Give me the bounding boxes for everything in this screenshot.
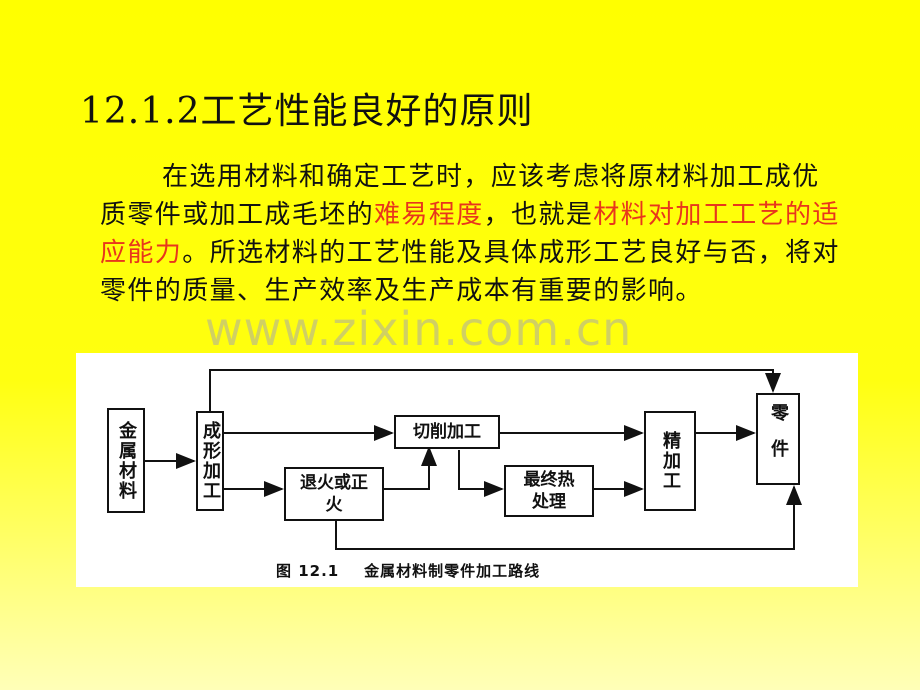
node-metal-material: 金属材料 [107,408,145,513]
body-paragraph: 在选用材料和确定工艺时，应该考虑将原材料加工成优质零件或加工成毛坯的难易程度，也… [100,158,845,310]
node-finishing: 精加工 [644,411,696,511]
node-anneal: 退火或正火 [284,467,384,521]
process-figure: 金属材料 成形加工 退火或正火 切削加工 最终热处理 精加工 零件 图 12.1… [76,353,858,587]
flow-arrows [144,369,802,550]
para-text-1: 在选用材料和确定工艺时，应该考虑将原材料加工成优质零件或加工成毛坯的 [100,162,820,230]
para-highlight-1: 难易程度 [374,200,484,230]
arrow-cutting-heat [458,450,504,497]
slide-title: 12.1.2工艺性能良好的原则 [80,91,534,132]
node-cutting: 切削加工 [394,415,500,449]
para-text-3: 。所选材料的工艺性能及具体成形工艺良好与否，将对零件的质量、生产效率及生产成本有… [100,238,840,306]
node-final-heat-treatment: 最终热处理 [504,465,594,517]
node-forming: 成形加工 [196,411,224,511]
para-highlight-2: 材料对加工工艺的适应能力 [100,200,840,268]
watermark: www.zixin.com.cn [205,302,633,356]
caption-number: 图 12.1 [276,562,340,580]
arrow-forming-part [209,369,781,411]
arrow-anneal-part [335,485,802,550]
caption-text: 金属材料制零件加工路线 [364,562,541,580]
arrow-anneal-cutting [384,446,437,490]
para-text-2: ，也就是 [483,200,594,230]
figure-caption: 图 12.1 金属材料制零件加工路线 [276,560,540,581]
node-part: 零件 [756,393,800,485]
